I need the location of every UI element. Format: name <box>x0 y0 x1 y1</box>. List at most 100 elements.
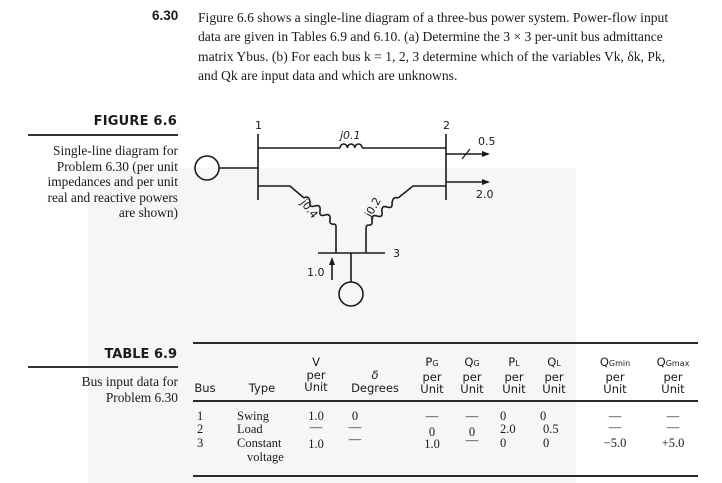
generation-value: 1.0 <box>307 266 325 279</box>
caption-line: Single-line diagram for <box>53 143 178 158</box>
cell-pg: — <box>425 409 439 423</box>
header-v: V per Unit <box>296 356 336 394</box>
cell-bus: 2 <box>197 422 204 436</box>
cell-qg: — <box>465 433 479 447</box>
header-sub: G <box>432 359 439 368</box>
cell-v: 1.0 <box>308 437 324 451</box>
header-bot: Degrees <box>351 380 399 395</box>
cell-pl: 0 <box>500 436 507 450</box>
cell-type-line2: voltage <box>247 450 284 464</box>
figure-caption: Single-line diagram for Problem 6.30 (pe… <box>20 143 178 221</box>
cell-pg: 1.0 <box>424 437 440 451</box>
caption-line: Problem 6.30 <box>105 389 178 405</box>
bus-1-label: 1 <box>255 119 262 132</box>
cell-qgmax: — <box>666 420 680 434</box>
generator-3-icon <box>338 281 364 307</box>
caption-line: Bus input data for <box>81 374 178 389</box>
inductor-j02-icon <box>366 196 399 226</box>
header-qgmin: QGmin per Unit <box>590 356 640 396</box>
header-ql: QL per Unit <box>534 356 574 396</box>
header-top: Q <box>656 355 666 369</box>
header-pg: PG per Unit <box>412 356 452 396</box>
header-mid: per <box>504 369 524 384</box>
header-bot: Unit <box>661 382 685 396</box>
problem-line: data are given in Tables 6.9 and 6.10. (… <box>198 29 663 45</box>
header-bot: Unit <box>460 382 484 396</box>
load-p-value: 2.0 <box>476 188 494 201</box>
header-top: Q <box>547 355 557 369</box>
cell-bus: 1 <box>197 409 204 423</box>
header-sub: Gmax <box>665 359 690 368</box>
table-caption: Bus input data for Problem 6.30 <box>20 374 178 405</box>
cell-delta: — <box>348 432 362 446</box>
header-bot: Unit <box>542 382 566 396</box>
table-bottom-rule <box>193 475 698 477</box>
cell-qgmax: — <box>666 409 680 423</box>
header-mid: per <box>306 367 326 382</box>
table-top-rule <box>193 342 698 344</box>
header-bot: Unit <box>603 382 627 396</box>
header-mid: per <box>422 369 442 384</box>
problem-number: 6.30 <box>152 8 179 23</box>
header-mid: δ <box>371 368 379 382</box>
header-mid: per <box>605 369 625 384</box>
cell-qgmax: +5.0 <box>661 436 685 450</box>
caption-line: impedances and per unit <box>47 174 178 189</box>
cell-v: 1.0 <box>308 409 324 423</box>
generator-1-icon <box>194 155 220 181</box>
header-qgmax: QGmax per Unit <box>648 356 698 396</box>
header-mid: per <box>544 369 564 384</box>
cell-pg: 0 <box>428 425 436 439</box>
header-top: V <box>312 355 320 369</box>
cell-qg: — <box>465 409 479 423</box>
header-type: Type <box>248 381 276 395</box>
cell-qgmin: — <box>608 409 622 423</box>
table-label-rule <box>28 366 178 368</box>
cell-delta: — <box>348 420 362 434</box>
caption-line: Problem 6.30 (per unit <box>56 158 178 174</box>
header-qg: QG per Unit <box>452 356 492 396</box>
header-delta: δ Degrees <box>340 369 410 394</box>
header-pl: PL per Unit <box>494 356 534 396</box>
caption-line: are shown) <box>118 205 178 220</box>
cell-pl: 2.0 <box>500 422 516 436</box>
header-bot: Unit <box>304 380 328 394</box>
header-sub: Gmin <box>608 359 631 368</box>
header-sub: L <box>556 359 561 368</box>
cell-delta: 0 <box>351 409 359 423</box>
header-top: P <box>425 355 433 369</box>
inductor-j04-icon <box>303 196 336 225</box>
bus-3-label: 3 <box>393 247 400 260</box>
cell-qg: 0 <box>468 425 476 439</box>
header-bus: Bus <box>194 381 216 395</box>
problem-line: matrix Ybus. (b) For each bus k = 1, 2, … <box>198 48 666 64</box>
header-sub: L <box>515 359 520 368</box>
load-q-value: 0.5 <box>478 135 496 148</box>
cell-ql: 0 <box>543 436 550 450</box>
cell-qgmin: −5.0 <box>603 436 627 450</box>
header-bot: Unit <box>420 382 444 396</box>
cell-pl: 0 <box>500 409 507 423</box>
cell-ql: 0 <box>540 409 547 423</box>
cell-type: Constant <box>237 436 282 450</box>
cell-bus: 3 <box>197 436 204 450</box>
cell-qgmin: — <box>608 420 622 434</box>
header-bot: Unit <box>502 382 526 396</box>
inductor-j01-icon <box>339 143 363 149</box>
cell-v: — <box>309 420 323 434</box>
header-top: P <box>508 355 516 369</box>
header-mid: per <box>462 369 482 384</box>
cell-ql: 0.5 <box>543 422 559 436</box>
header-top: Q <box>599 355 609 369</box>
header-mid: per <box>663 369 683 384</box>
impedance-j04: j0.4 <box>297 196 321 221</box>
caption-line: real and reactive powers <box>47 189 179 205</box>
problem-text: Figure 6.6 shows a single-line diagram o… <box>198 8 708 85</box>
problem-line: Figure 6.6 shows a single-line diagram o… <box>198 10 669 25</box>
table-header-rule <box>193 400 698 402</box>
figure-label: FIGURE 6.6 <box>93 114 177 129</box>
header-top: Q <box>464 355 474 369</box>
figure-label-rule <box>28 134 178 136</box>
cell-type: Swing <box>237 409 269 423</box>
